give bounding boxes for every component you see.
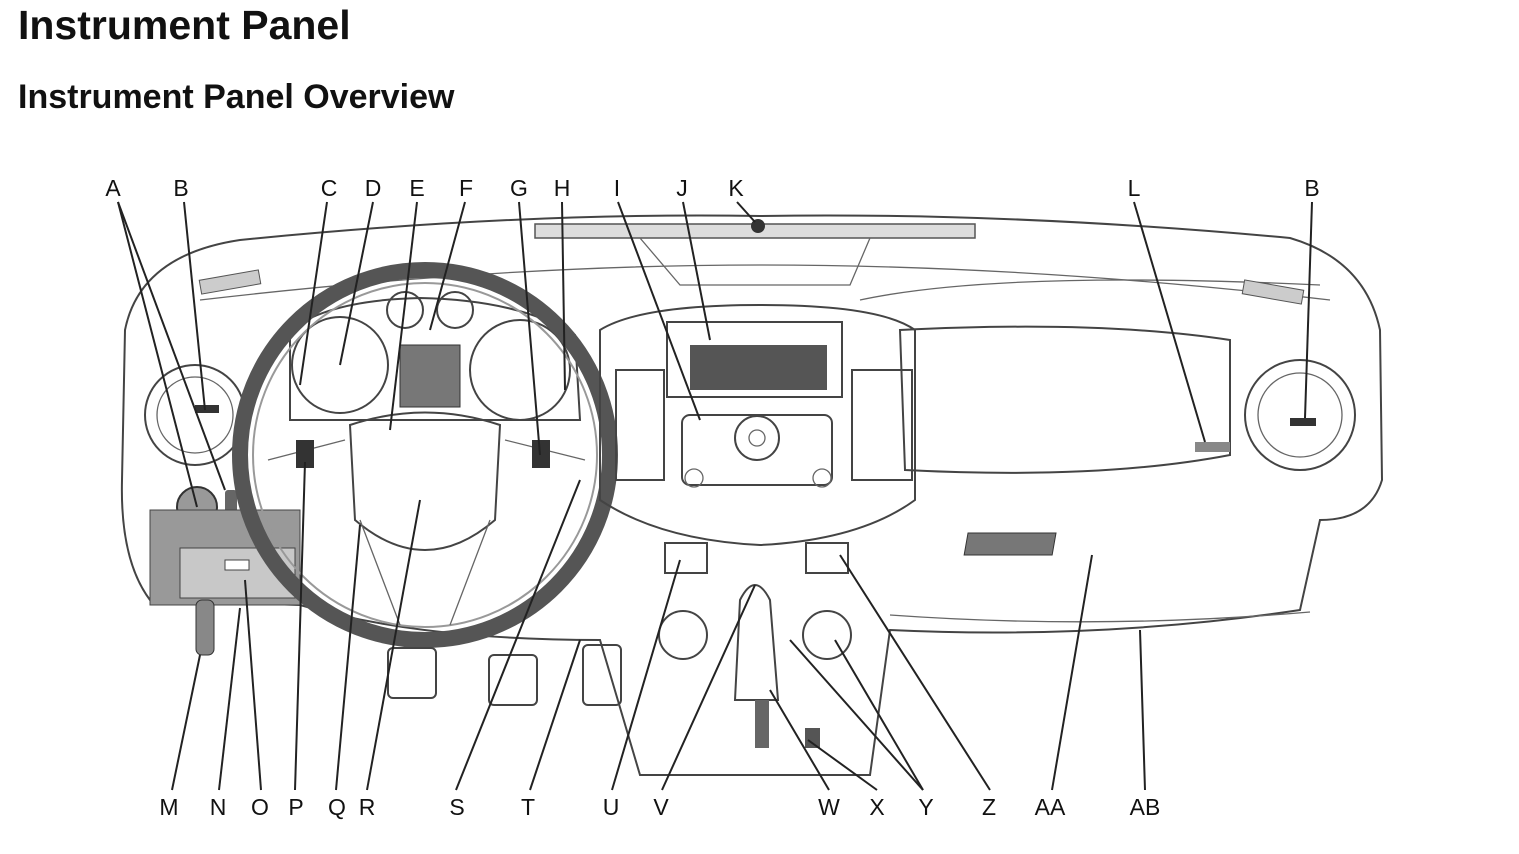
callout-label: O xyxy=(251,794,269,820)
climate-knob-left xyxy=(658,610,708,660)
callout-label: E xyxy=(409,175,424,201)
callout-label: P xyxy=(288,794,303,820)
callout-label: H xyxy=(554,175,571,201)
callout-label: V xyxy=(653,794,669,820)
steering-wheel xyxy=(232,262,618,648)
shift-lever xyxy=(733,584,780,701)
side-window-defog-left xyxy=(198,269,262,295)
callout-label: B xyxy=(1304,175,1319,201)
callout-label: C xyxy=(321,175,338,201)
steering-controls-right xyxy=(532,440,550,468)
callout-label: X xyxy=(869,794,884,820)
callout-label: A xyxy=(105,175,121,201)
glove-box xyxy=(898,325,1231,474)
dashboard-body xyxy=(120,214,1384,776)
callouts-top: A B C D E F G H I J K L B xyxy=(105,175,1319,201)
callout-label: Q xyxy=(328,794,346,820)
page-title: Instrument Panel xyxy=(18,2,351,48)
glove-box-latch xyxy=(963,532,1057,556)
passenger-airbag-status xyxy=(805,542,849,574)
speedometer xyxy=(469,319,571,421)
temp-gauge xyxy=(436,291,474,329)
callout-label: S xyxy=(449,794,464,820)
callout-label: R xyxy=(359,794,376,820)
dashboard-illustration xyxy=(120,214,1384,776)
callout-label: W xyxy=(818,794,840,820)
callout-label: AA xyxy=(1035,794,1066,820)
callout-label: N xyxy=(210,794,227,820)
climate-knob-right xyxy=(802,610,852,660)
callout-label: G xyxy=(510,175,528,201)
driver-info-center xyxy=(399,344,461,408)
callout-label: K xyxy=(728,175,744,201)
side-window-defog-right xyxy=(1241,279,1305,305)
right-air-vent xyxy=(1244,359,1356,471)
callout-label: U xyxy=(603,794,620,820)
callout-label: F xyxy=(459,175,473,201)
fuel-gauge xyxy=(386,291,424,329)
page-subtitle: Instrument Panel Overview xyxy=(18,78,455,116)
clutch-pedal xyxy=(387,647,437,699)
callout-label: T xyxy=(521,794,535,820)
callout-label: AB xyxy=(1130,794,1161,820)
callout-label: L xyxy=(1128,175,1141,201)
accelerator-pedal xyxy=(582,644,622,706)
callout-label: Y xyxy=(918,794,933,820)
hood-release xyxy=(195,599,215,656)
center-vent-right xyxy=(851,369,913,481)
infotainment-display xyxy=(666,321,843,398)
accessory-outlet xyxy=(805,728,820,748)
airbag-label-plate xyxy=(1195,442,1230,452)
left-air-vent xyxy=(144,364,246,466)
center-vent-left xyxy=(615,369,665,481)
power-door-locks xyxy=(664,542,708,574)
callouts-bottom: M N O P Q R S T U V W X Y Z AA AB xyxy=(159,794,1160,820)
leader-lines xyxy=(117,201,1313,791)
callout-label: D xyxy=(365,175,382,201)
callout-label: B xyxy=(173,175,188,201)
steering-controls-left xyxy=(296,440,314,468)
brake-pedal xyxy=(488,654,538,706)
tachometer xyxy=(291,316,389,414)
callout-label: J xyxy=(676,175,688,201)
callout-label: I xyxy=(614,175,620,201)
callout-label: Z xyxy=(982,794,996,820)
sunload-sensor xyxy=(751,219,765,233)
audio-system xyxy=(681,414,833,486)
callout-label: M xyxy=(159,794,178,820)
